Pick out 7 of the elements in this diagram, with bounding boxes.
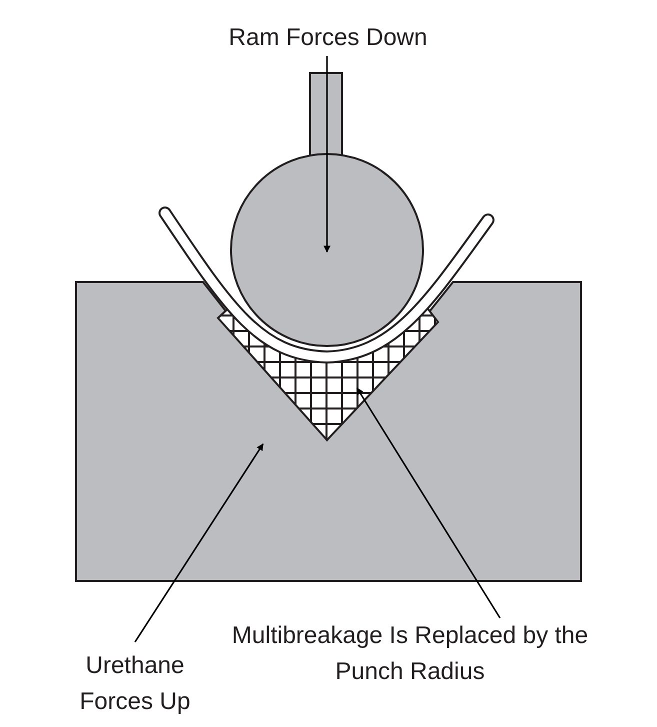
callout-text: Urethane Forces Up <box>78 651 192 717</box>
arrow <box>356 387 501 618</box>
arrow <box>324 56 330 253</box>
arrow <box>134 443 264 642</box>
punch-drawing <box>230 72 424 347</box>
callout-text: Multibreakage Is Replaced by the Punch Radius <box>230 621 590 687</box>
callout-text: Ram Forces Down <box>228 23 428 53</box>
